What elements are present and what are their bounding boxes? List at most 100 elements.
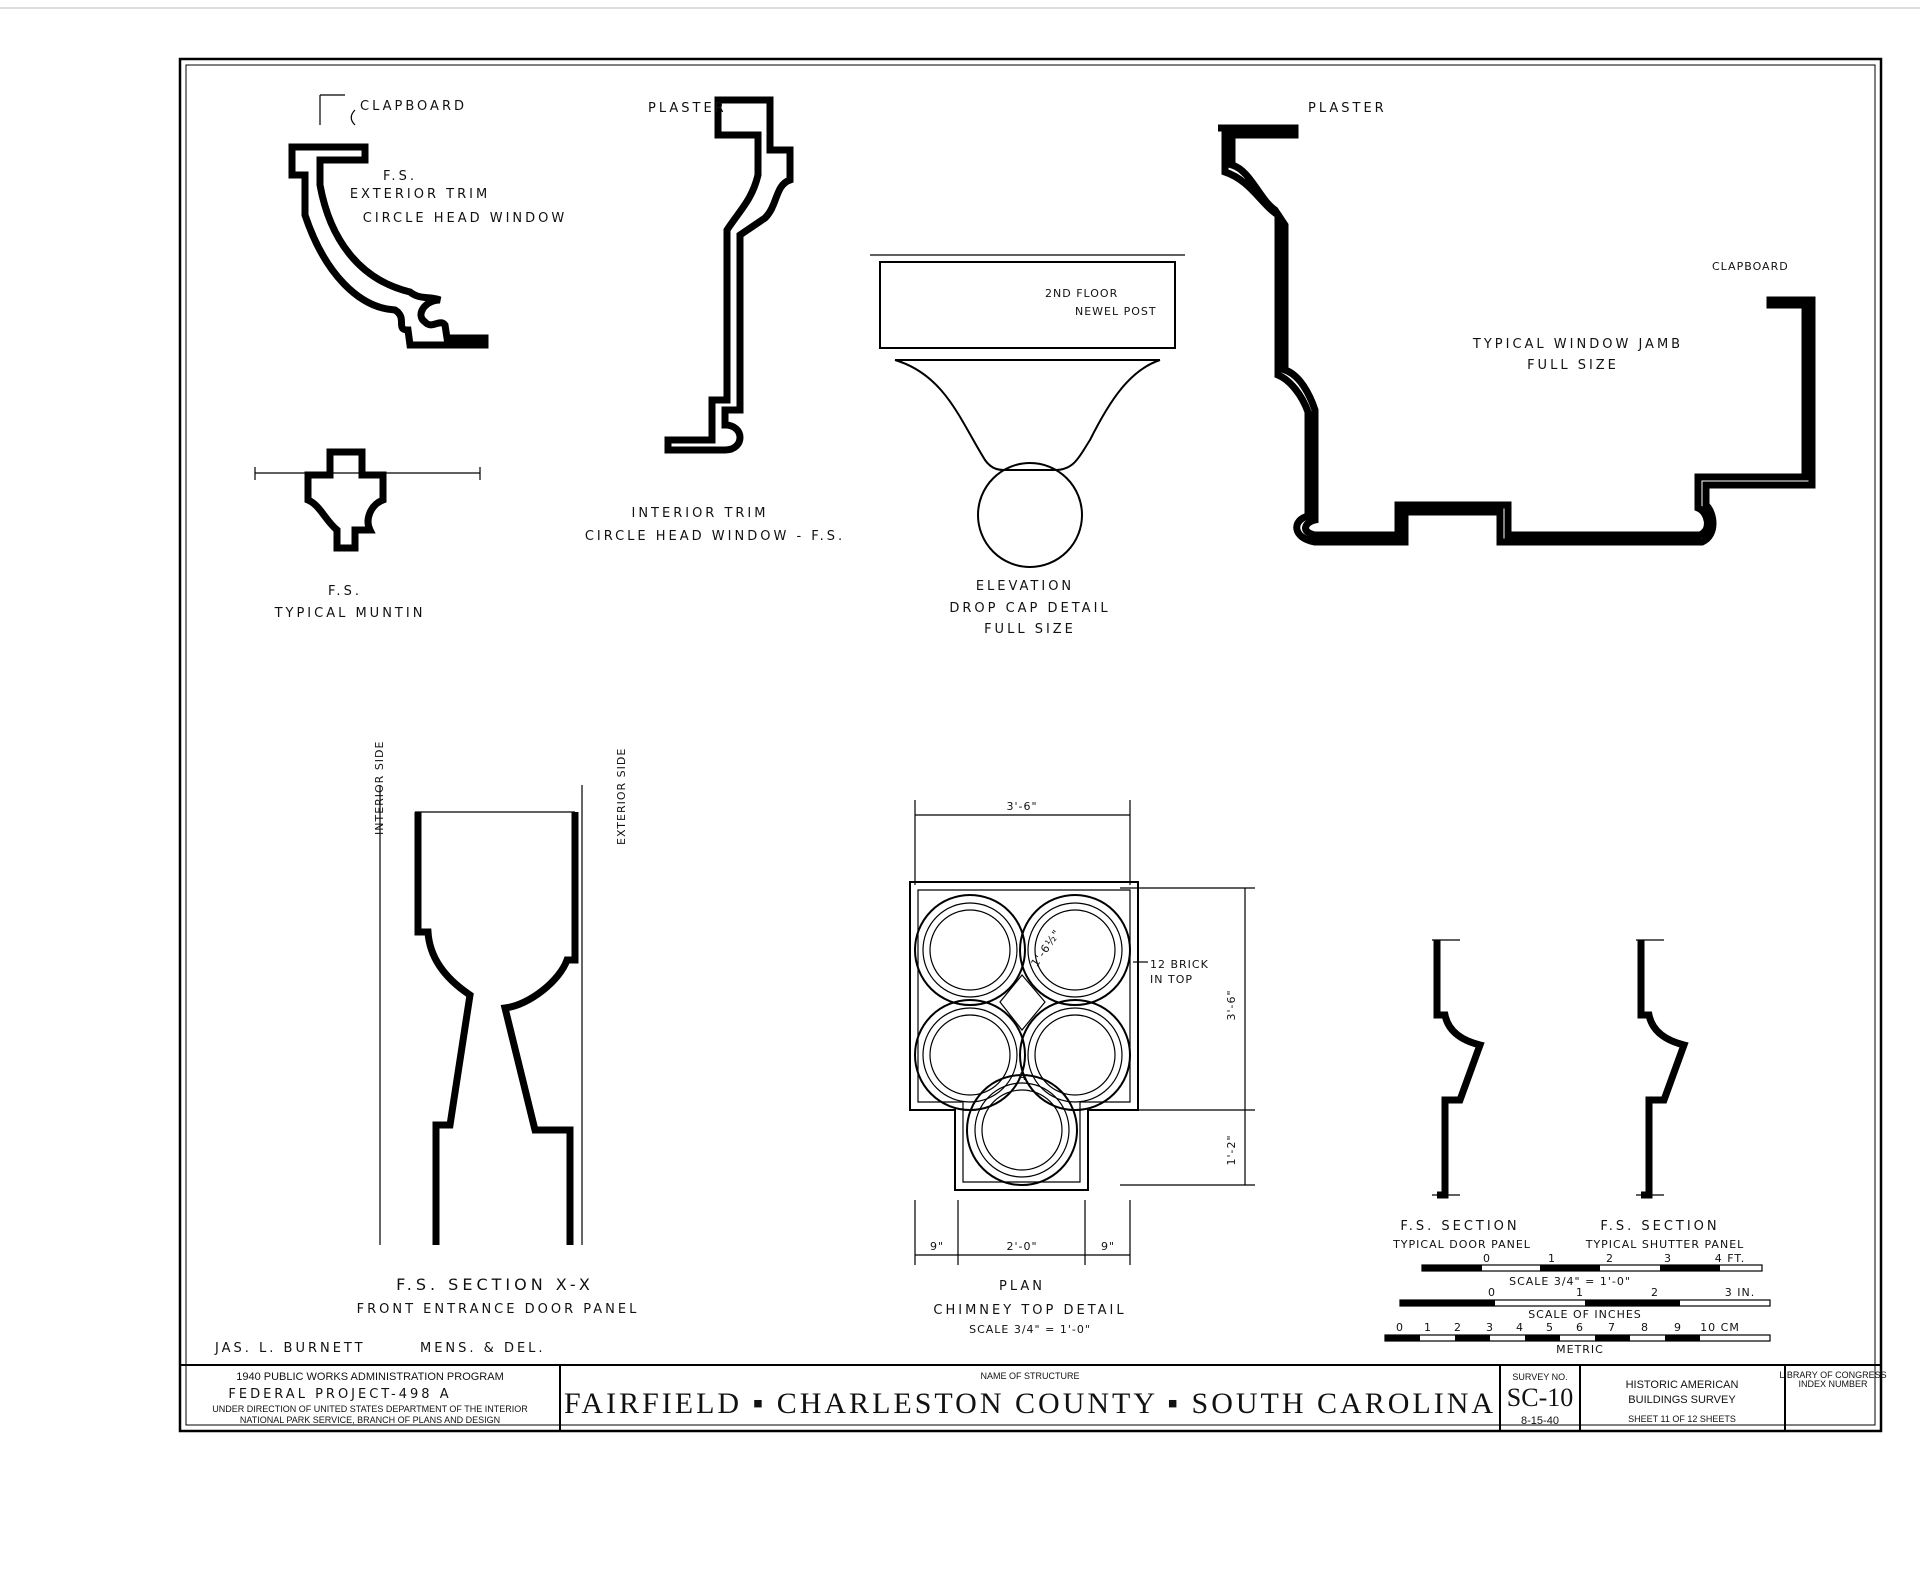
program-line-1: 1940 PUBLIC WORKS ADMINISTRATION PROGRAM (236, 1371, 504, 1383)
sheet-count: SHEET 11 OF 12 SHEETS (1628, 1414, 1736, 1424)
metric-tick-7: 7 (1608, 1321, 1616, 1334)
metric-tick-2: 2 (1454, 1321, 1462, 1334)
inches-scale-label: SCALE OF INCHES (1528, 1308, 1642, 1321)
metric-tick-3: 3 (1486, 1321, 1494, 1334)
chimney-brick-note-2: IN TOP (1150, 973, 1193, 986)
chimney-dim-bottom-right: 9" (1101, 1240, 1115, 1253)
chimney-inner-dim: 1'-6½" (1028, 927, 1063, 969)
section-xx-left-profile (414, 812, 474, 1245)
survey-date: 8-15-40 (1521, 1415, 1559, 1427)
section-xx-detail: INTERIOR SIDE EXTERIOR SIDE F.S. SECTION… (357, 741, 640, 1317)
survey-number: SC-10 (1507, 1383, 1573, 1412)
metric-tick-5: 5 (1546, 1321, 1554, 1334)
interior-trim-callout: PLASTER (648, 101, 727, 116)
chimney-dim-right-lower: 1'-2" (1225, 1134, 1238, 1165)
chimney-dim-right-upper: 3'-6" (1225, 989, 1238, 1020)
feet-scale-label: SCALE 3/4" = 1'-0" (1509, 1275, 1631, 1288)
inches-tick-0: 0 (1488, 1286, 1496, 1299)
metric-tick-0: 0 (1396, 1321, 1404, 1334)
loc-line-2: INDEX NUMBER (1798, 1379, 1868, 1389)
interior-trim-profile (664, 96, 794, 454)
feet-tick-1: 1 (1548, 1252, 1556, 1265)
metric-scale-bar (1384, 1334, 1771, 1342)
muntin-detail: F.S. TYPICAL MUNTIN (254, 448, 481, 621)
section-xx-label-2: FRONT ENTRANCE DOOR PANEL (357, 1302, 640, 1317)
inner-border (185, 64, 1876, 1426)
shutter-panel-label-1: F.S. SECTION (1600, 1219, 1719, 1234)
interior-trim-label-2: CIRCLE HEAD WINDOW - F.S. (585, 529, 845, 544)
inches-tick-3: 3 IN. (1725, 1286, 1755, 1299)
exterior-trim-label-1: F.S. (383, 169, 417, 184)
habs-line-1: HISTORIC AMERICAN (1626, 1379, 1739, 1391)
door-panel-label-1: F.S. SECTION (1400, 1219, 1519, 1234)
shutter-panel-detail: F.S. SECTION TYPICAL SHUTTER PANEL (1585, 939, 1745, 1251)
drop-cap-label-1: ELEVATION (976, 579, 1074, 594)
title-block: 1940 PUBLIC WORKS ADMINISTRATION PROGRAM… (180, 1364, 1887, 1431)
window-jamb-callout-plaster: PLASTER (1308, 101, 1387, 116)
exterior-trim-detail: CLAPBOARD F.S. EXTERIOR TRIM CIRCLE HEAD… (288, 94, 568, 349)
drop-cap-label-3: FULL SIZE (984, 622, 1076, 637)
direction-line-1: UNDER DIRECTION OF UNITED STATES DEPARTM… (212, 1404, 528, 1414)
metric-tick-10: 10 CM (1700, 1321, 1740, 1334)
feet-tick-2: 2 (1606, 1252, 1614, 1265)
feet-tick-3: 3 (1664, 1252, 1672, 1265)
chimney-marker: A (1018, 1070, 1027, 1083)
chimney-label-2: CHIMNEY TOP DETAIL (933, 1303, 1126, 1318)
interior-trim-detail: PLASTER INTERIOR TRIM CIRCLE HEAD WINDOW… (585, 96, 845, 544)
delineator-role: MENS. & DEL. (420, 1341, 546, 1356)
structure-name: FAIRFIELD ▪ CHARLESTON COUNTY ▪ SOUTH CA… (564, 1387, 1496, 1420)
exterior-trim-callout: CLAPBOARD (360, 99, 467, 114)
chimney-label-1: PLAN (999, 1279, 1045, 1294)
delineator-name: JAS. L. BURNETT (214, 1341, 366, 1356)
drop-cap-callout-2: NEWEL POST (1075, 305, 1157, 318)
door-panel-label-2: TYPICAL DOOR PANEL (1392, 1238, 1531, 1251)
habs-line-2: BUILDINGS SURVEY (1628, 1394, 1736, 1406)
exterior-trim-profile (288, 143, 489, 349)
section-xx-exterior-side: EXTERIOR SIDE (615, 748, 628, 845)
chimney-dim-bottom-left: 9" (930, 1240, 944, 1253)
metric-tick-8: 8 (1641, 1321, 1649, 1334)
metric-tick-1: 1 (1424, 1321, 1432, 1334)
interior-trim-label-1: INTERIOR TRIM (631, 506, 768, 521)
muntin-label-1: F.S. (328, 584, 362, 599)
metric-tick-6: 6 (1576, 1321, 1584, 1334)
inches-tick-1: 1 (1576, 1286, 1584, 1299)
section-xx-right-profile (500, 812, 579, 1245)
feet-tick-0: 0 (1483, 1252, 1491, 1265)
muntin-profile (304, 448, 387, 552)
muntin-label-2: TYPICAL MUNTIN (274, 606, 426, 621)
shutter-panel-profile (1637, 940, 1689, 1199)
drop-cap-label-2: DROP CAP DETAIL (949, 601, 1110, 616)
loc-line-1: LIBRARY OF CONGRESS (1779, 1370, 1886, 1380)
chimney-label-3: SCALE 3/4" = 1'-0" (969, 1323, 1091, 1336)
inches-tick-2: 2 (1651, 1286, 1659, 1299)
exterior-trim-label-3: CIRCLE HEAD WINDOW (363, 211, 568, 226)
door-panel-detail: F.S. SECTION TYPICAL DOOR PANEL (1392, 939, 1531, 1251)
window-jamb-callout-clapboard: CLAPBOARD (1712, 260, 1789, 273)
outer-border (178, 57, 1883, 1433)
section-xx-label-1: F.S. SECTION X-X (396, 1275, 594, 1294)
graphic-scales: 0 1 2 3 4 FT. SCALE 3/4" = 1'-0" 0 1 2 3… (1384, 1252, 1771, 1356)
window-jamb-detail: PLASTER CLAPBOARD TYPICAL WINDOW JAMB FU… (1218, 101, 1816, 546)
feet-tick-4: 4 FT. (1715, 1252, 1746, 1265)
chimney-dim-top: 3'-6" (1006, 800, 1037, 813)
window-jamb-label-1: TYPICAL WINDOW JAMB (1472, 337, 1683, 352)
section-xx-interior-side: INTERIOR SIDE (373, 741, 386, 835)
chimney-dim-bottom-mid: 2'-0" (1006, 1240, 1037, 1253)
door-panel-profile (1433, 940, 1485, 1199)
chimney-outline (909, 881, 1139, 1191)
chimney-plan-detail: 3'-6" 1'-6½" A 3'-6" 1'-2" 12 BRICK IN T… (909, 800, 1255, 1336)
shutter-panel-label-2: TYPICAL SHUTTER PANEL (1585, 1238, 1745, 1251)
drop-cap-callout-1: 2ND FLOOR (1045, 287, 1118, 300)
window-jamb-profile (1218, 124, 1816, 546)
program-line-2: FEDERAL PROJECT-498 A (228, 1387, 451, 1402)
metric-tick-4: 4 (1516, 1321, 1524, 1334)
survey-number-label: SURVEY NO. (1512, 1372, 1567, 1382)
metric-tick-9: 9 (1674, 1321, 1682, 1334)
metric-scale-label: METRIC (1556, 1343, 1604, 1356)
drop-cap-detail: 2ND FLOOR NEWEL POST ELEVATION DROP CAP … (870, 254, 1185, 637)
window-jamb-label-2: FULL SIZE (1527, 358, 1619, 373)
exterior-trim-label-2: EXTERIOR TRIM (350, 187, 490, 202)
structure-name-label: NAME OF STRUCTURE (981, 1371, 1080, 1381)
